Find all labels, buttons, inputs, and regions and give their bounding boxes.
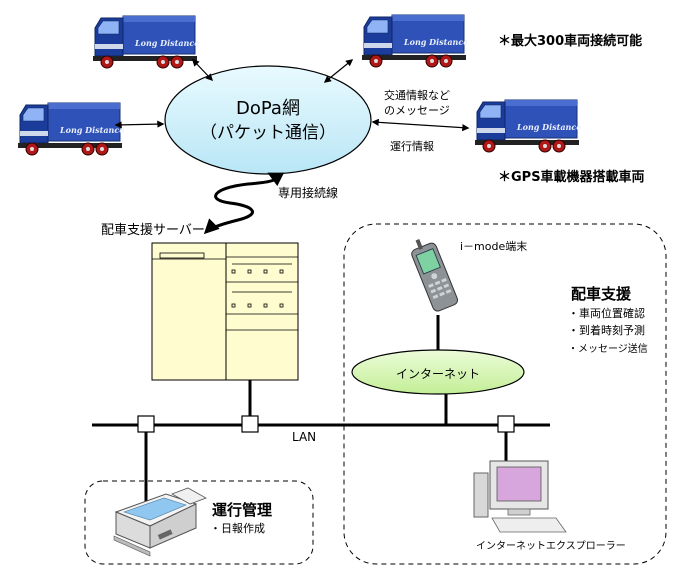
lan-label: LAN <box>292 430 317 444</box>
dopa-subtitle: （パケット通信） <box>200 123 336 143</box>
truck-logo-text: Long Distance <box>60 125 125 135</box>
operation-info-label: 運行情報 <box>390 140 434 153</box>
message-label-line2: のメッセージ <box>384 104 450 117</box>
internet-label: インターネット <box>395 367 480 381</box>
imode-label: i－mode端末 <box>460 240 528 253</box>
dispatch-title: 配車支援 <box>571 285 632 303</box>
dedicated-line <box>203 172 285 235</box>
pc-label: インターネットエクスプローラー <box>476 541 626 552</box>
pc-graphic <box>473 460 567 533</box>
message-label-line1: 交通情報など <box>384 89 450 102</box>
operations-item: ・日報作成 <box>210 522 265 535</box>
dopa-title: DoPa網 <box>236 98 300 119</box>
dispatch-group-border <box>343 223 667 565</box>
dedicated-line-label: 専用接続線 <box>278 186 339 200</box>
printer-graphic <box>113 487 207 557</box>
server-label: 配車支援サーバー <box>101 223 205 238</box>
truck-logo-text: Long Distance <box>135 38 200 48</box>
internet-cloud <box>351 349 525 395</box>
dispatch-item: ・メッセージ送信 <box>568 344 648 355</box>
truck-logo-text: Long Distance <box>517 122 582 132</box>
dispatch-item: ・車両位置確認 <box>568 307 645 320</box>
operations-group-border <box>84 480 314 565</box>
truck-logo-text: Long Distance <box>404 37 469 47</box>
gps-vehicle-note: ＊GPS車載機器搭載車両 <box>498 170 645 185</box>
max-connection-note: ＊最大300車両接続可能 <box>498 34 643 49</box>
dispatch-item: ・到着時刻予測 <box>568 324 645 337</box>
server-graphic <box>151 242 299 381</box>
operations-title: 運行管理 <box>212 501 273 519</box>
phone-graphic <box>411 239 459 312</box>
